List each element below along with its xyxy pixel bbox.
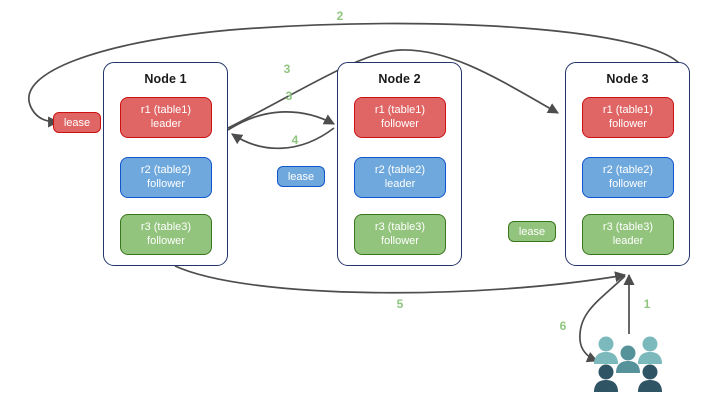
edge-2-path bbox=[28, 22, 684, 128]
replica-name: r3 (table3) bbox=[140, 221, 192, 233]
replica-role: follower bbox=[381, 234, 419, 247]
replica-role: leader bbox=[384, 177, 416, 190]
replica-role: follower bbox=[609, 117, 647, 130]
replica-n1r1[interactable]: r1 (table1) leader bbox=[120, 97, 212, 138]
replica-name: r1 (table1) bbox=[140, 104, 192, 116]
node-title-node1: Node 1 bbox=[144, 72, 187, 86]
replica-role: follower bbox=[147, 234, 185, 247]
replica-n2r2[interactable]: r2 (table2) leader bbox=[354, 157, 446, 198]
replica-n3r1[interactable]: r1 (table1) follower bbox=[582, 97, 674, 138]
lease-label: lease bbox=[63, 116, 91, 129]
edge-label-6: 6 bbox=[559, 319, 567, 333]
edge-label-3a: 3 bbox=[283, 62, 291, 76]
edge-label-2: 2 bbox=[336, 9, 344, 23]
edge-label-1: 1 bbox=[643, 297, 651, 311]
users-group-icon bbox=[594, 336, 662, 392]
edge-4-path bbox=[231, 127, 335, 150]
node-title-node3: Node 3 bbox=[606, 72, 649, 86]
lease-badge-red[interactable]: lease bbox=[53, 112, 101, 133]
replica-name: r1 (table1) bbox=[374, 104, 426, 116]
lease-label: lease bbox=[287, 170, 315, 183]
replica-n2r1[interactable]: r1 (table1) follower bbox=[354, 97, 446, 138]
replica-role: leader bbox=[150, 117, 182, 130]
replica-role: follower bbox=[609, 177, 647, 190]
replica-n3r3[interactable]: r3 (table3) leader bbox=[582, 214, 674, 255]
edge-5-path bbox=[174, 265, 627, 294]
replica-role: follower bbox=[147, 177, 185, 190]
replica-name: r1 (table1) bbox=[602, 104, 654, 116]
replica-role: follower bbox=[381, 117, 419, 130]
replica-n2r3[interactable]: r3 (table3) follower bbox=[354, 214, 446, 255]
lease-badge-green[interactable]: lease bbox=[508, 221, 556, 242]
replica-name: r3 (table3) bbox=[602, 221, 654, 233]
edge-label-4: 4 bbox=[291, 133, 299, 147]
replica-n3r2[interactable]: r2 (table2) follower bbox=[582, 157, 674, 198]
lease-badge-blue[interactable]: lease bbox=[277, 166, 325, 187]
replica-role: leader bbox=[612, 234, 644, 247]
node-title-node2: Node 2 bbox=[378, 72, 421, 86]
edge-6-path bbox=[579, 275, 626, 363]
replica-n1r2[interactable]: r2 (table2) follower bbox=[120, 157, 212, 198]
edge-3a-path bbox=[227, 49, 559, 129]
edge-label-3b: 3 bbox=[285, 89, 293, 103]
replica-name: r2 (table2) bbox=[140, 164, 192, 176]
replica-name: r3 (table3) bbox=[374, 221, 426, 233]
replica-name: r2 (table2) bbox=[374, 164, 426, 176]
lease-label: lease bbox=[518, 225, 546, 238]
replica-name: r2 (table2) bbox=[602, 164, 654, 176]
replica-n1r3[interactable]: r3 (table3) follower bbox=[120, 214, 212, 255]
edge-label-5: 5 bbox=[396, 297, 404, 311]
edge-3b-path bbox=[227, 111, 335, 131]
